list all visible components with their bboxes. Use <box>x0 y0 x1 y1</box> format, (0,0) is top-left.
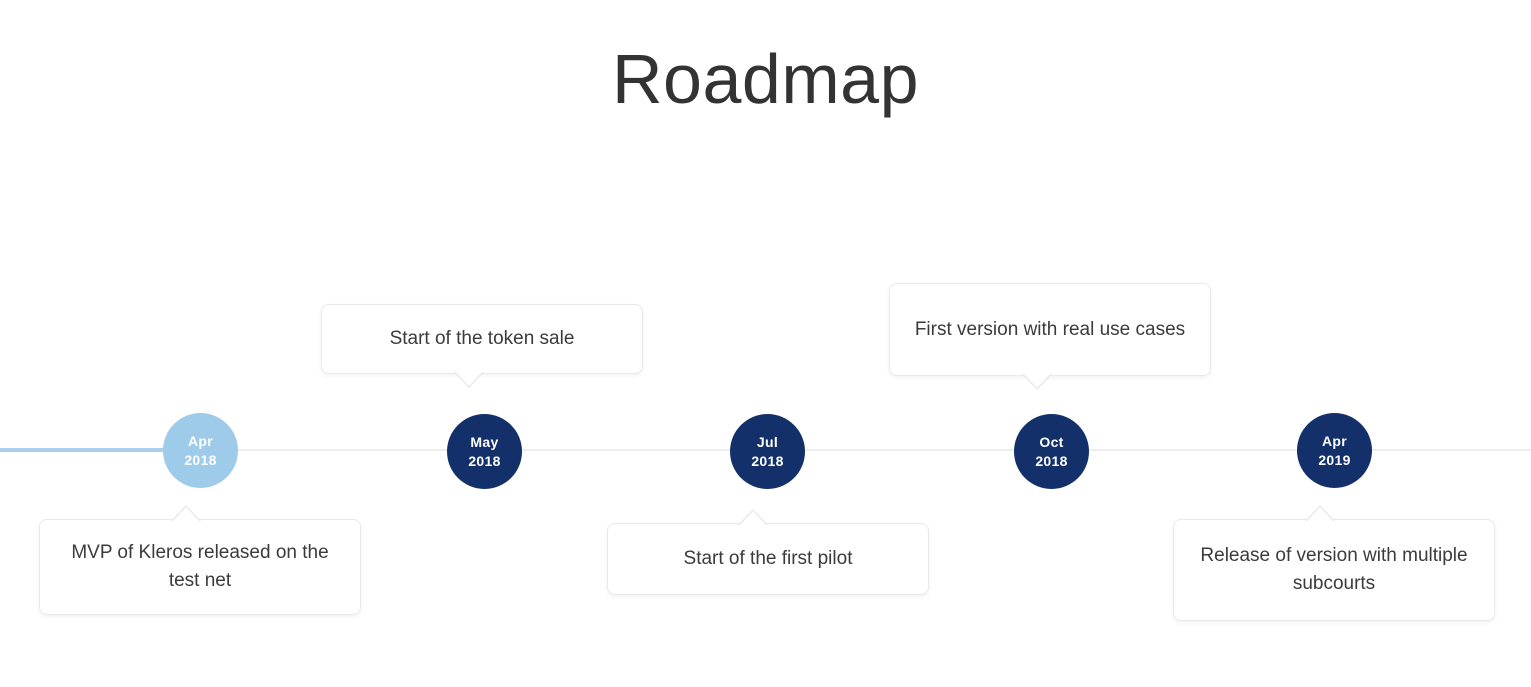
milestone-card-text: First version with real use cases <box>914 318 1186 340</box>
milestone-card-text: Start of the token sale <box>389 328 575 349</box>
milestone-card-apr-2018[interactable]: MVP of Kleros released on the test net <box>39 505 361 615</box>
milestone-node-oct-2018[interactable]: Oct 2018 <box>1014 414 1089 489</box>
page-title: Roadmap <box>611 40 919 118</box>
timeline-axis-completed <box>0 448 200 452</box>
callout-tail-icon <box>171 505 201 521</box>
milestone-year-label: 2018 <box>1035 452 1068 469</box>
milestone-node-apr-2019[interactable]: Apr 2019 <box>1297 413 1372 488</box>
milestone-card-text: Release of version with multiple subcour… <box>1200 545 1468 594</box>
milestone-year-label: 2018 <box>468 452 501 469</box>
callout-tail-icon <box>454 372 484 388</box>
callout-tail-icon <box>1305 505 1335 521</box>
milestone-year-label: 2019 <box>1318 451 1351 468</box>
callout-tail-icon <box>1022 374 1052 390</box>
milestone-month-label: Apr <box>187 432 213 449</box>
milestone-node-apr-2018[interactable]: Apr 2018 <box>163 413 238 488</box>
milestone-node-jul-2018[interactable]: Jul 2018 <box>730 414 805 489</box>
milestone-card-oct-2018[interactable]: First version with real use cases <box>889 283 1211 390</box>
milestone-month-label: Apr <box>1321 432 1347 449</box>
milestone-card-text: Start of the first pilot <box>683 548 853 569</box>
milestone-month-label: Oct <box>1039 433 1064 450</box>
milestone-year-label: 2018 <box>751 452 784 469</box>
milestone-month-label: Jul <box>756 433 779 450</box>
milestone-card-may-2018[interactable]: Start of the token sale <box>321 304 643 388</box>
milestone-year-label: 2018 <box>184 451 217 468</box>
milestone-card-text: MVP of Kleros released on the test net <box>71 542 329 591</box>
milestone-card-jul-2018[interactable]: Start of the first pilot <box>607 509 929 595</box>
milestone-month-label: May <box>470 433 499 450</box>
milestone-card-apr-2019[interactable]: Release of version with multiple subcour… <box>1173 505 1495 621</box>
callout-tail-icon <box>738 509 768 525</box>
milestone-node-may-2018[interactable]: May 2018 <box>447 414 522 489</box>
